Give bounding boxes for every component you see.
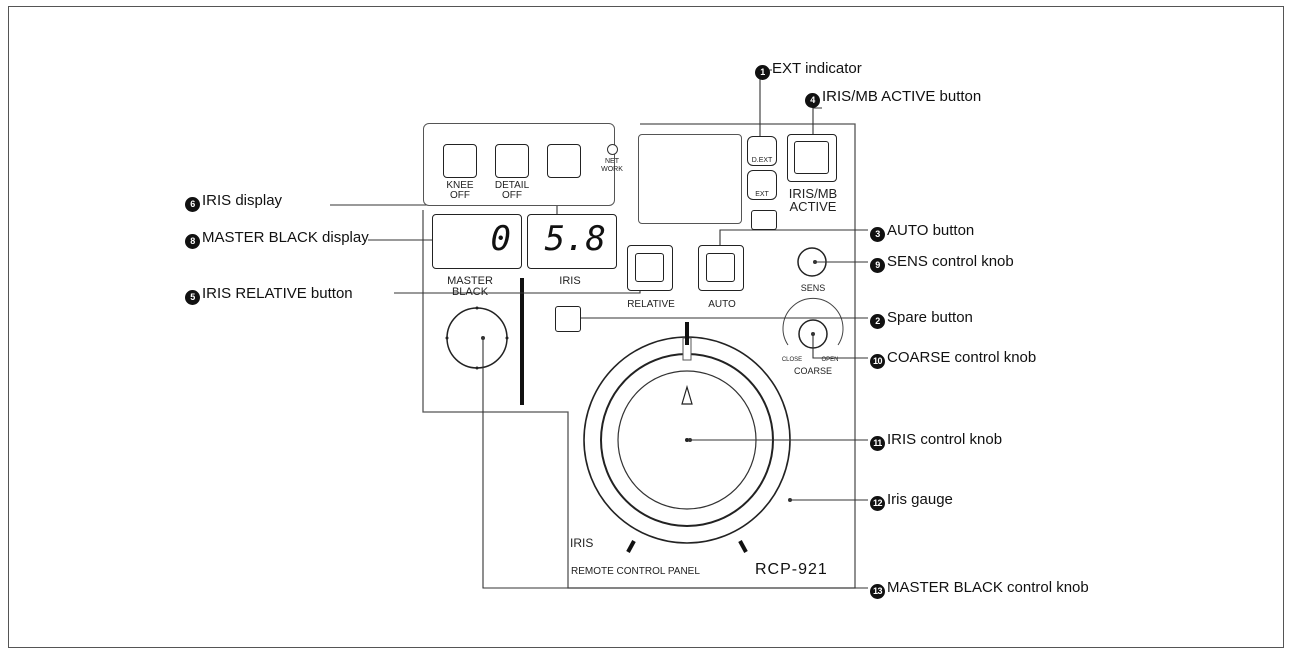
iris-display: 5.8 (527, 214, 617, 269)
d-ext-label: D.EXT (751, 157, 773, 164)
knee-off-button[interactable] (443, 144, 477, 178)
close-label: CLOSE (781, 357, 803, 363)
master-black-display: 0 (432, 214, 522, 269)
knee-off-label: KNEE OFF (446, 180, 474, 201)
auto-button[interactable] (698, 245, 744, 291)
ext-label: EXT (755, 191, 769, 198)
lower-small-button[interactable] (751, 210, 777, 230)
network-led (607, 144, 618, 155)
detail-off-button[interactable] (495, 144, 529, 178)
iris-relative-button[interactable] (627, 245, 673, 291)
d-ext-indicator (747, 136, 777, 166)
open-label: OPEN (821, 357, 839, 363)
master-black-label: MASTER BLACK (447, 275, 493, 298)
master-black-knob (446, 307, 508, 369)
coarse-arc (782, 297, 844, 346)
diagram-frame (8, 6, 1284, 648)
iris-knob-pointer (681, 384, 693, 405)
spare-panel-button[interactable] (547, 144, 581, 178)
ext-indicator (747, 170, 777, 200)
spare-button[interactable] (555, 306, 581, 332)
coarse-label: COARSE (793, 366, 832, 376)
iris-display-label: IRIS (559, 275, 581, 287)
panel-name-label: REMOTE CONTROL PANEL (571, 566, 700, 577)
dot-matrix-panel (638, 134, 742, 224)
iris-mb-active-button[interactable] (787, 134, 837, 182)
auto-label: AUTO (708, 299, 736, 310)
relative-label: RELATIVE (627, 299, 675, 310)
model-label: RCP-921 (755, 561, 828, 578)
detail-off-label: DETAIL OFF (494, 180, 530, 201)
iris-mb-active-label: IRIS/MB ACTIVE (788, 186, 838, 214)
network-label: NET WORK (601, 158, 623, 173)
sens-label: SENS (800, 283, 826, 293)
iris-knob-label: IRIS (570, 536, 594, 550)
